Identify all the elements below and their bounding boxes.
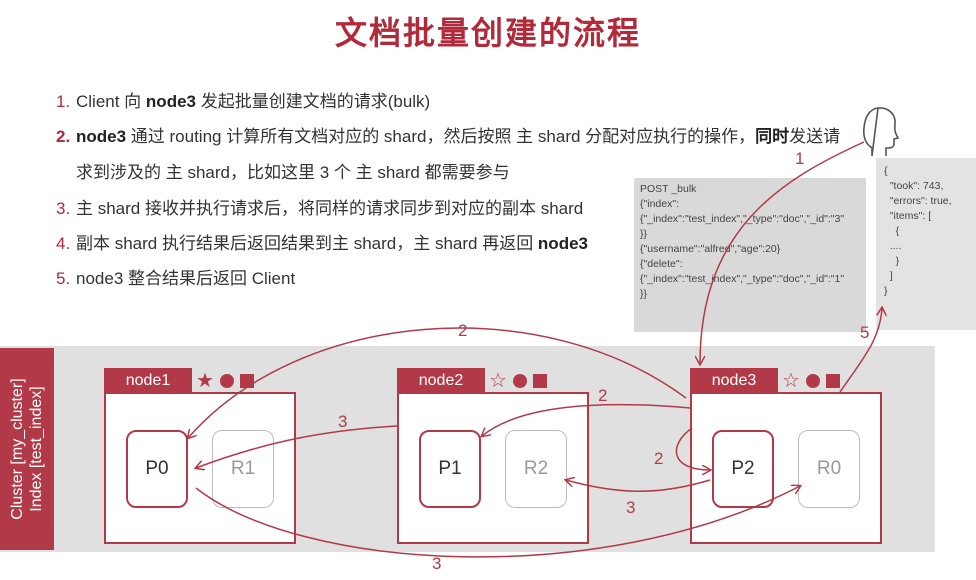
shard-p0[interactable]: P0 [126, 430, 188, 508]
shard-r1[interactable]: R1 [212, 430, 274, 508]
circle-icon [512, 374, 527, 388]
node-node3[interactable]: node3 ☆ P2 R0 [690, 368, 882, 544]
person-head-icon [863, 107, 900, 157]
step-number: 1. [56, 92, 71, 111]
cluster-label: Cluster [my_cluster] Index [test_index] [0, 348, 54, 550]
step-5: 5. node3 整合结果后返回 Client [56, 261, 856, 296]
step-text: 副本 shard 执行结果后返回结果到主 shard，主 shard 再返回 n… [76, 234, 588, 253]
step-2: 2. node3 通过 routing 计算所有文档对应的 shard，然后按照… [56, 119, 856, 191]
node-name: node1 [104, 368, 192, 394]
page-title: 文档批量创建的流程 [334, 14, 641, 52]
cluster-name: Cluster [my_cluster] [9, 378, 26, 520]
node-name: node3 [690, 368, 778, 394]
step-3: 3. 主 shard 接收并执行请求后，将同样的请求同步到对应的副本 shard [56, 191, 856, 226]
step-number: 3. [56, 199, 71, 218]
star-outline-icon: ☆ [489, 370, 507, 392]
circle-icon [219, 374, 234, 388]
node-node2[interactable]: node2 ☆ P1 R2 [397, 368, 589, 544]
shard-r0[interactable]: R0 [798, 430, 860, 508]
step-number: 5. [56, 269, 71, 288]
step-text: node3 通过 routing 计算所有文档对应的 shard，然后按照 主 … [76, 127, 841, 182]
step-text: Client 向 node3 发起批量创建文档的请求(bulk) [76, 92, 431, 111]
star-icon: ★ [196, 370, 214, 392]
step-4: 4. 副本 shard 执行结果后返回结果到主 shard，主 shard 再返… [56, 226, 856, 261]
step-number: 2. [56, 127, 71, 146]
square-icon [239, 374, 254, 388]
node-name: node2 [397, 368, 485, 394]
star-outline-icon: ☆ [782, 370, 800, 392]
arrow-label-2: 2 [458, 321, 467, 340]
square-icon [532, 374, 547, 388]
circle-icon [805, 374, 820, 388]
bulk-response-code: { "took": 743, "errors": true, "items": … [876, 158, 976, 330]
step-number: 4. [56, 234, 71, 253]
index-name: Index [test_index] [28, 386, 45, 512]
bulk-request-code: POST _bulk {"index": {"_index":"test_ind… [634, 178, 866, 332]
shard-r2[interactable]: R2 [505, 430, 567, 508]
step-1: 1. Client 向 node3 发起批量创建文档的请求(bulk) [56, 84, 856, 119]
shard-p2[interactable]: P2 [712, 430, 774, 508]
step-text: 主 shard 接收并执行请求后，将同样的请求同步到对应的副本 shard [76, 199, 584, 218]
shard-p1[interactable]: P1 [419, 430, 481, 508]
step-list: 1. Client 向 node3 发起批量创建文档的请求(bulk) 2. n… [56, 84, 856, 296]
step-text: node3 整合结果后返回 Client [76, 269, 296, 288]
square-icon [825, 374, 840, 388]
node-node1[interactable]: node1 ★ P0 R1 [104, 368, 296, 544]
arrow-label-3: 3 [432, 554, 441, 573]
